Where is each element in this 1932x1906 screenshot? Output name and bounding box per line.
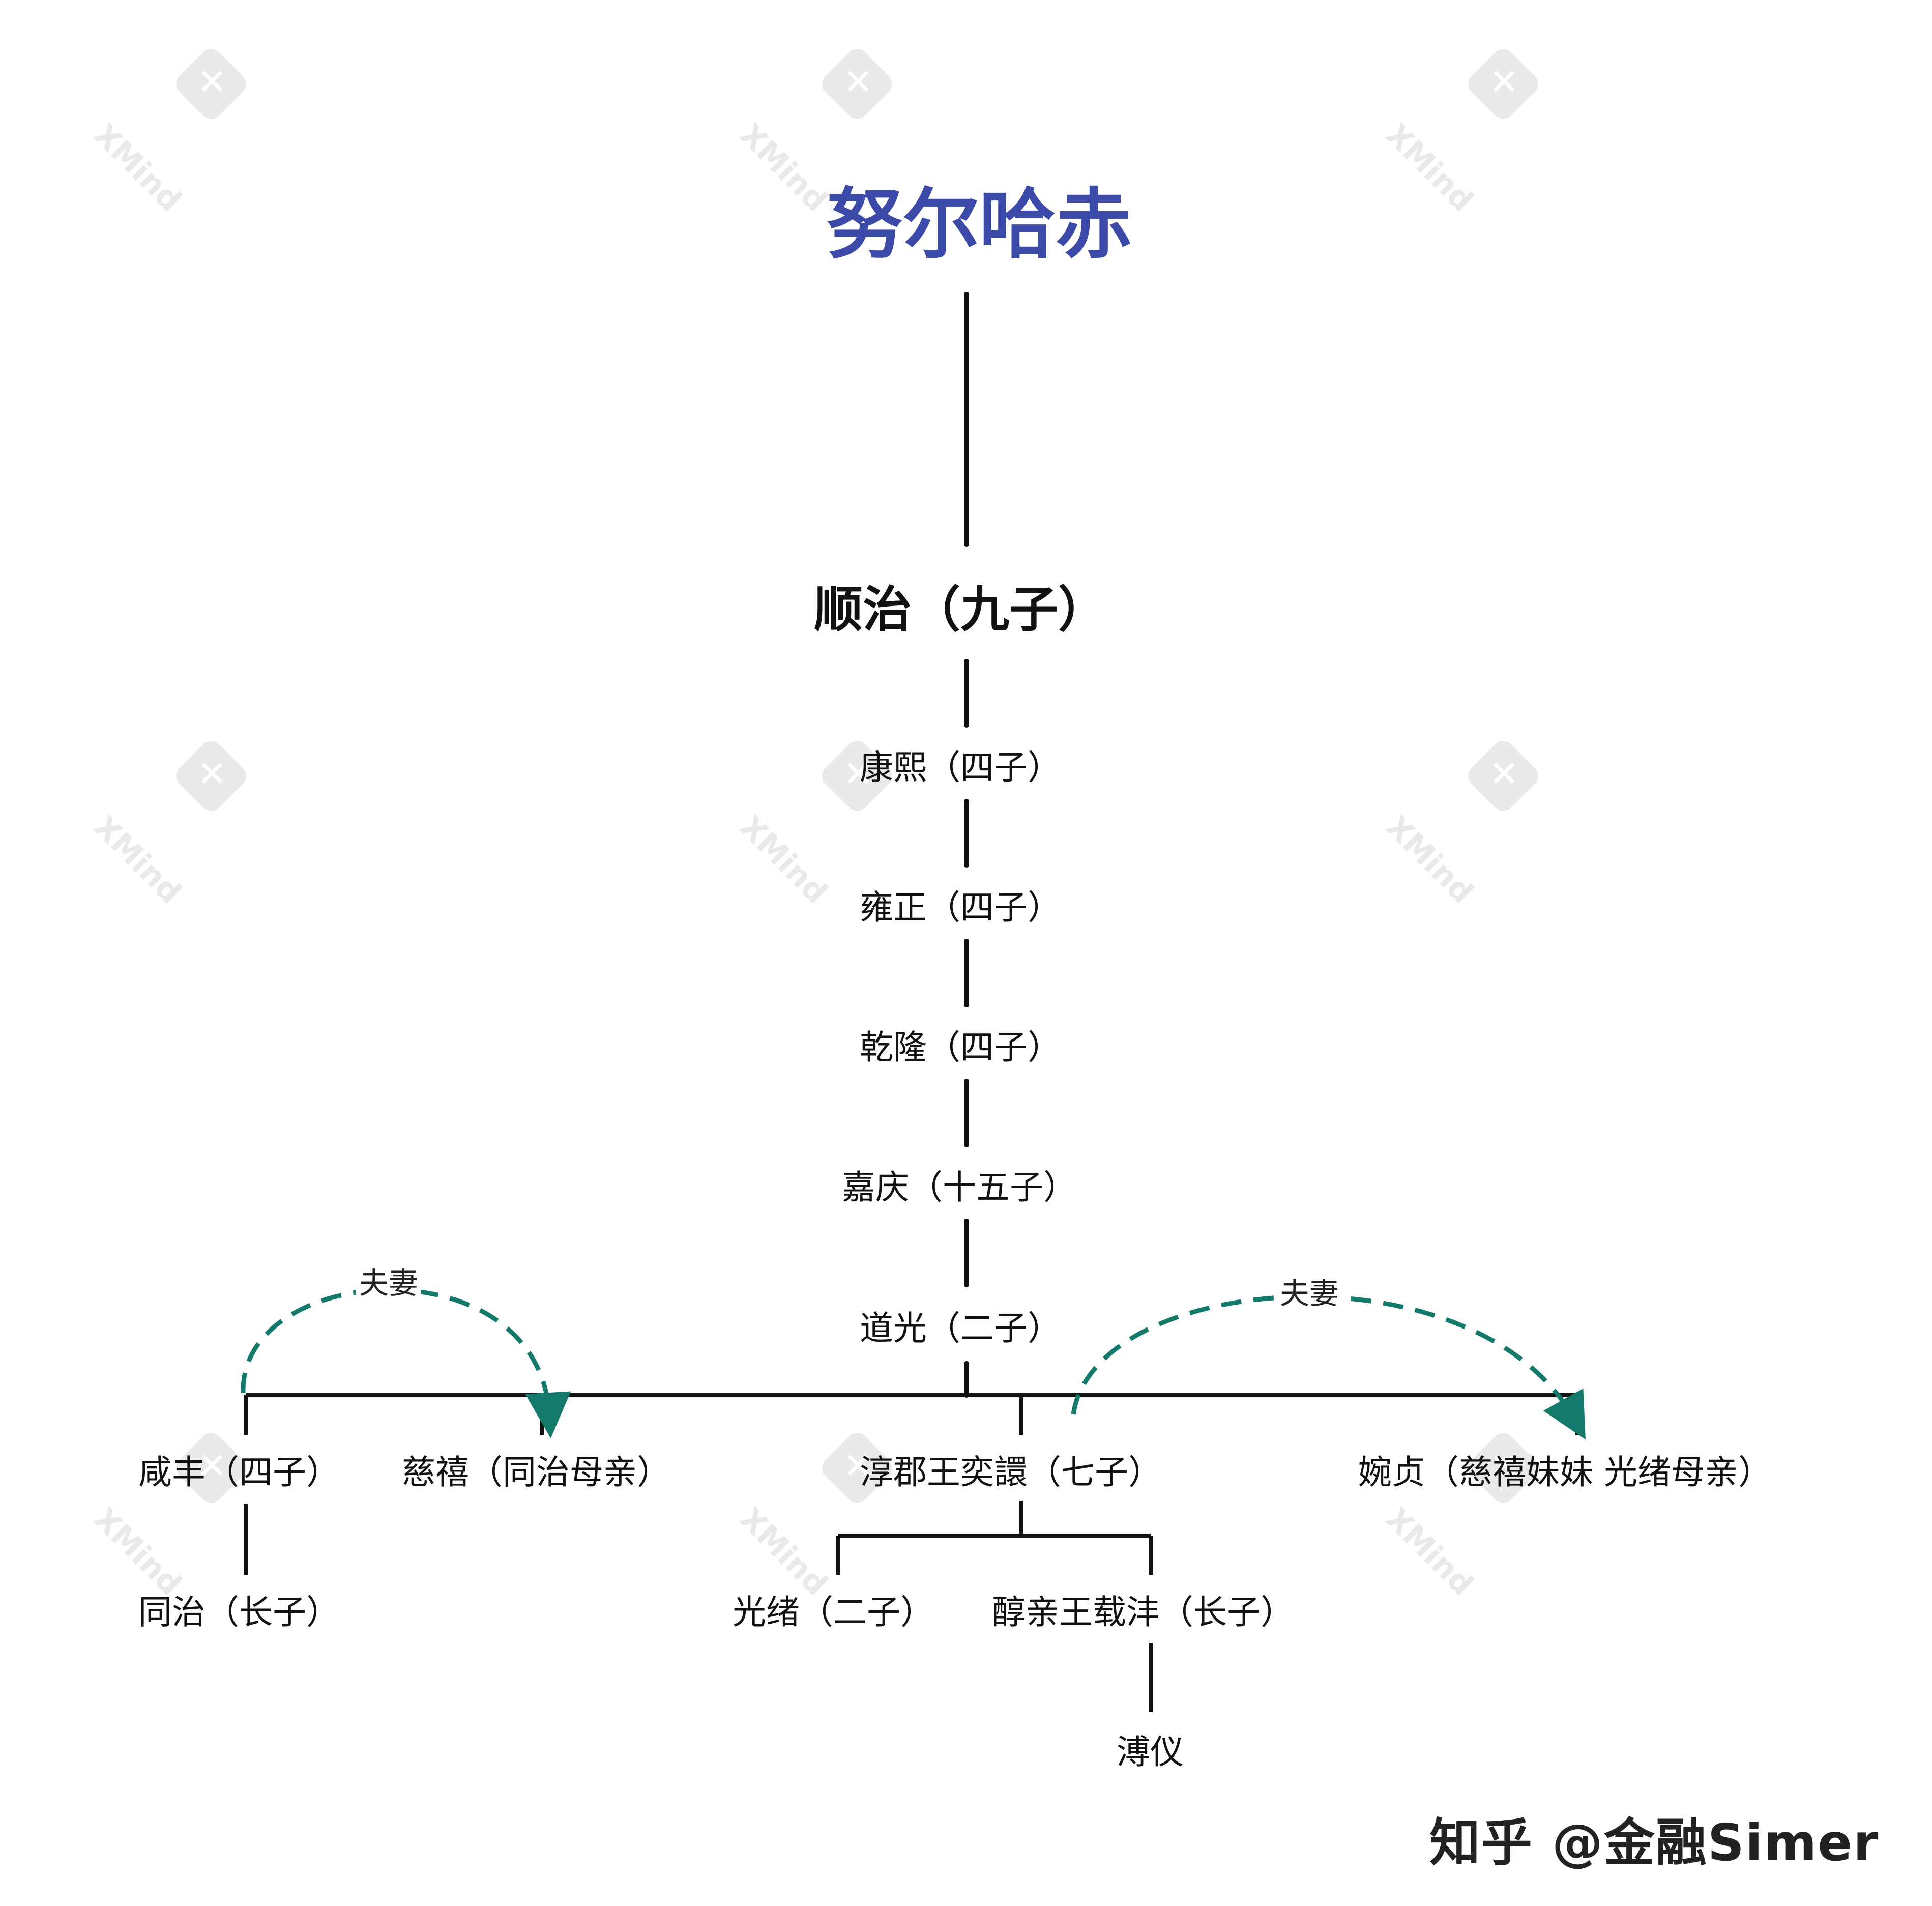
node-puyi: 溥仪 bbox=[1117, 1732, 1184, 1772]
watermark-mark: XMind bbox=[1379, 736, 1562, 911]
node-yixuan: 淳郡王奕譞（七子） bbox=[860, 1453, 1162, 1492]
node-shunzhi: 顺治（九子） bbox=[814, 581, 1107, 638]
root-node-nurhaci: 努尔哈赤 bbox=[827, 181, 1132, 269]
watermark-mark: XMind bbox=[1379, 44, 1562, 219]
node-daoguang: 道光（二子） bbox=[860, 1309, 1061, 1348]
node-tongzhi: 同治（长子） bbox=[138, 1593, 340, 1632]
node-yongzheng: 雍正（四子） bbox=[860, 888, 1061, 927]
watermark-mark: XMind bbox=[87, 736, 270, 911]
spouse-arrow-right bbox=[1071, 1294, 1586, 1440]
spouse-label-left: 夫妻 bbox=[356, 1259, 422, 1302]
node-xianfeng: 咸丰（四子） bbox=[138, 1453, 340, 1492]
node-zaifeng: 醇亲王载沣（长子） bbox=[992, 1593, 1294, 1632]
node-wanzhen: 婉贞（慈禧妹妹 光绪母亲） bbox=[1358, 1453, 1772, 1492]
node-cixi: 慈禧（同治母亲） bbox=[402, 1453, 670, 1492]
source-credit: 知乎 @金融Simer bbox=[1429, 1813, 1880, 1872]
node-guangxu: 光绪（二子） bbox=[733, 1593, 934, 1632]
spouse-label-right: 夫妻 bbox=[1277, 1269, 1342, 1312]
watermark-mark: XMind bbox=[87, 44, 270, 219]
node-kangxi: 康熙（四子） bbox=[860, 748, 1061, 787]
node-jiaqing: 嘉庆（十五子） bbox=[842, 1168, 1077, 1207]
node-qianlong: 乾隆（四子） bbox=[860, 1028, 1061, 1067]
